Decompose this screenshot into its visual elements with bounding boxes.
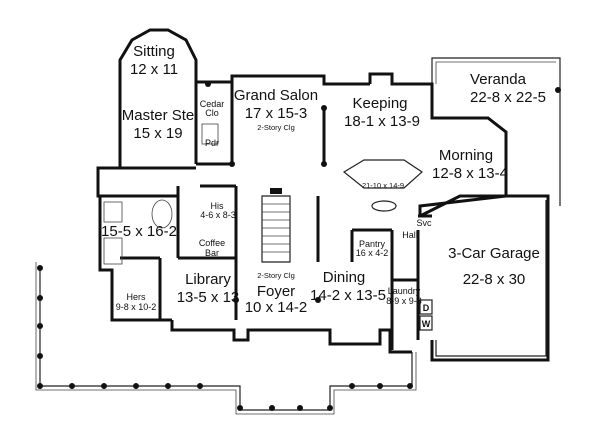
kitchen-island: [342, 159, 423, 212]
his-label: His: [211, 201, 224, 211]
columns: [205, 81, 327, 303]
keeping-label: Keeping: [352, 95, 407, 112]
cedar-size: Clo: [205, 108, 219, 118]
keeping-size: 18-1 x 13-9: [344, 113, 420, 130]
front-porch: [35, 262, 417, 415]
foyer-note: 2-Story Clg: [257, 271, 295, 280]
pantry-label: Pantry: [359, 239, 386, 249]
grand-stair: [261, 188, 291, 263]
pantry-size: 16 x 4-2: [356, 248, 389, 258]
pdr-label: Pdr: [205, 138, 219, 148]
dining-size: 14-2 x 13-5: [310, 287, 386, 304]
bath-fixtures: [103, 123, 219, 265]
dining-label: Dining: [323, 269, 366, 286]
porch-posts: [37, 265, 413, 411]
his-size: 4-6 x 8-3: [200, 210, 236, 220]
cedar-label: Cedar: [200, 99, 225, 109]
veranda-outline: [431, 57, 561, 206]
laundry-size: 8-9 x 9-8: [386, 296, 422, 306]
svc-label: Svc: [416, 218, 432, 228]
sitting-label: Sitting: [133, 43, 175, 60]
foyer-label: Foyer: [257, 283, 295, 300]
laundry-appliances: [419, 299, 433, 331]
hers-size: 9-8 x 10-2: [116, 302, 157, 312]
sitting-size: 12 x 11: [130, 61, 178, 78]
hers-label: Hers: [126, 292, 146, 302]
washer-label: W: [422, 319, 431, 329]
morning-label: Morning: [439, 147, 493, 164]
veranda-label: Veranda: [470, 71, 527, 88]
interior-walls: [100, 82, 432, 350]
exterior-walls: [96, 28, 550, 362]
master-label: Master Ste: [122, 107, 195, 124]
library-label: Library: [185, 271, 231, 288]
bath-size: 15-5 x 16-2: [101, 223, 177, 240]
room-labels: Sitting 12 x 11 Master Ste 15 x 19 Grand…: [101, 43, 546, 329]
veranda-size: 22-8 x 22-5: [470, 89, 546, 106]
island-size: 21-10 x 14-9: [362, 181, 404, 190]
foyer-size: 10 x 14-2: [245, 299, 308, 316]
hall-label: Hall: [402, 230, 418, 240]
grand-salon-size: 17 x 15-3: [245, 105, 308, 122]
master-size: 15 x 19: [133, 125, 182, 142]
morning-size: 12-8 x 13-4: [432, 165, 508, 182]
garage-size: 22-8 x 30: [463, 271, 526, 288]
coffee-label: Coffee: [199, 238, 225, 248]
laundry-label: Laundry: [388, 286, 421, 296]
dryer-label: D: [423, 303, 430, 313]
garage-label: 3-Car Garage: [448, 245, 540, 262]
coffee-size: Bar: [205, 248, 219, 258]
library-size: 13-5 x 13: [177, 289, 240, 306]
grand-salon-label: Grand Salon: [234, 87, 318, 104]
grand-salon-note: 2-Story Clg: [257, 123, 295, 132]
